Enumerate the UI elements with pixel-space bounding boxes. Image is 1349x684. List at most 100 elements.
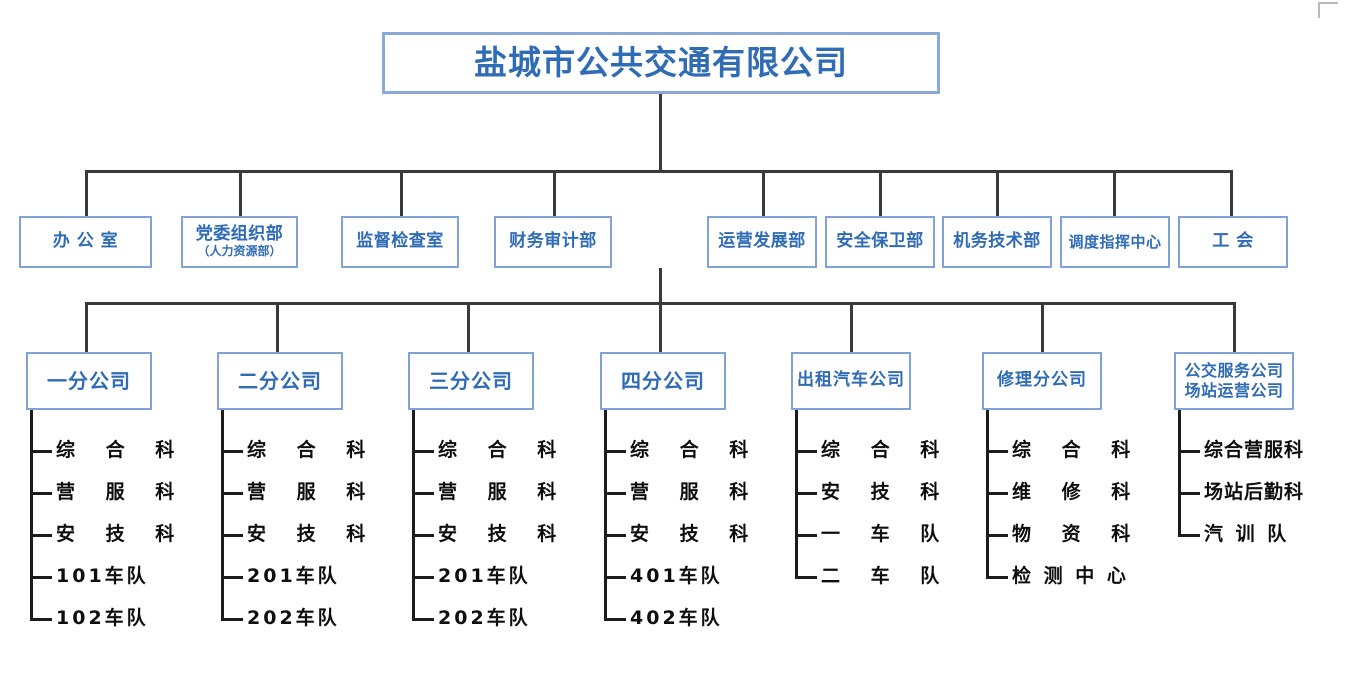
- department-drop-connector: [996, 170, 999, 216]
- leaf-label: 汽 训 队: [1204, 523, 1290, 545]
- department-drop-connector: [1230, 170, 1233, 216]
- unit-box-repair-branch[interactable]: 修理分公司: [982, 352, 1102, 410]
- department-label: 调度指挥中心: [1068, 232, 1162, 251]
- leaf-label: 综 合 科: [630, 439, 761, 461]
- leaf-tick: [412, 618, 434, 621]
- department-sublabel: （人力资源部）: [197, 244, 282, 259]
- leaf-spine-branch-1: [30, 410, 33, 619]
- leaf-label: 401车队: [630, 565, 723, 587]
- unit-box-branch-3[interactable]: 三分公司: [408, 352, 534, 410]
- leaf-tick: [604, 618, 626, 621]
- department-box-security[interactable]: 安全保卫部: [825, 216, 935, 268]
- leaf-spine-service-station-company: [1178, 410, 1181, 535]
- department-box-office[interactable]: 办 公 室: [19, 216, 152, 268]
- leaf-tick: [221, 450, 243, 453]
- leaf-tick: [795, 576, 817, 579]
- leaf-label: 营 服 科: [630, 481, 761, 503]
- leaf-tick: [221, 492, 243, 495]
- leaf-tick: [986, 576, 1008, 579]
- leaf-label: 一 车 队: [821, 523, 952, 545]
- leaf-label: 201车队: [438, 565, 531, 587]
- department-label: 运营发展部: [718, 231, 806, 252]
- leaf-tick: [221, 618, 243, 621]
- unit-box-branch-2[interactable]: 二分公司: [217, 352, 343, 410]
- unit-label-secondary: 场站运营公司: [1184, 381, 1284, 400]
- leaf-spine-branch-4: [604, 410, 607, 619]
- leaf-tick: [412, 492, 434, 495]
- leaf-tick: [986, 492, 1008, 495]
- leaf-tick: [412, 534, 434, 537]
- department-box-operations[interactable]: 运营发展部: [707, 216, 817, 268]
- department-drop-connector: [762, 170, 765, 216]
- leaf-tick: [986, 450, 1008, 453]
- department-box-dispatch-center[interactable]: 调度指挥中心: [1060, 216, 1170, 268]
- leaf-tick: [604, 576, 626, 579]
- unit-label: 公交服务公司: [1184, 361, 1284, 380]
- leaf-label: 综合营服科: [1204, 439, 1305, 461]
- department-box-supervision[interactable]: 监督检查室: [341, 216, 459, 268]
- root-stem-connector: [659, 94, 662, 171]
- leaf-tick: [604, 492, 626, 495]
- unit-label: 修理分公司: [997, 370, 1087, 391]
- leaf-tick: [986, 534, 1008, 537]
- department-box-party-hr[interactable]: 党委组织部 （人力资源部）: [181, 216, 298, 268]
- leaf-label: 202车队: [438, 607, 531, 629]
- root-company-box[interactable]: 盐城市公共交通有限公司: [382, 32, 940, 94]
- leaf-tick: [1178, 534, 1200, 537]
- unit-stem-connector: [659, 268, 662, 304]
- leaf-tick: [412, 450, 434, 453]
- leaf-label: 维 修 科: [1012, 481, 1143, 503]
- leaf-spine-branch-3: [412, 410, 415, 619]
- leaf-tick: [795, 492, 817, 495]
- leaf-label: 安 技 科: [247, 523, 378, 545]
- department-label: 财务审计部: [509, 231, 597, 252]
- unit-drop-connector: [1233, 302, 1236, 352]
- unit-drop-connector: [276, 302, 279, 352]
- department-drop-connector: [85, 170, 88, 216]
- leaf-label: 综 合 科: [438, 439, 569, 461]
- leaf-tick: [1178, 492, 1200, 495]
- unit-drop-connector: [1041, 302, 1044, 352]
- leaf-label: 二 车 队: [821, 565, 952, 587]
- leaf-tick: [1178, 450, 1200, 453]
- department-box-finance-audit[interactable]: 财务审计部: [494, 216, 612, 268]
- department-drop-connector: [553, 170, 556, 216]
- leaf-tick: [412, 576, 434, 579]
- leaf-label: 综 合 科: [247, 439, 378, 461]
- leaf-label: 202车队: [247, 607, 340, 629]
- leaf-label: 检 测 中 心: [1012, 565, 1129, 587]
- department-label: 工 会: [1212, 231, 1254, 252]
- department-drop-connector: [400, 170, 403, 216]
- unit-drop-connector: [659, 302, 662, 352]
- leaf-label: 物 资 科: [1012, 523, 1143, 545]
- leaf-label: 综 合 科: [1012, 439, 1143, 461]
- department-box-labor-union[interactable]: 工 会: [1178, 216, 1288, 268]
- leaf-tick: [30, 576, 52, 579]
- department-drop-connector: [239, 170, 242, 216]
- department-box-technical[interactable]: 机务技术部: [942, 216, 1052, 268]
- unit-label: 二分公司: [238, 368, 322, 393]
- department-label: 安全保卫部: [836, 231, 924, 252]
- unit-box-branch-1[interactable]: 一分公司: [26, 352, 152, 410]
- leaf-label: 安 技 科: [821, 481, 952, 503]
- unit-box-taxi-company[interactable]: 出租汽车公司: [791, 352, 911, 410]
- unit-label: 出租汽车公司: [797, 370, 905, 391]
- leaf-tick: [30, 450, 52, 453]
- unit-label: 四分公司: [621, 368, 705, 393]
- leaf-label: 102车队: [56, 607, 149, 629]
- leaf-tick: [795, 450, 817, 453]
- unit-label: 一分公司: [47, 368, 131, 393]
- department-label: 机务技术部: [953, 231, 1041, 252]
- unit-box-service-station-company[interactable]: 公交服务公司 场站运营公司: [1174, 352, 1294, 410]
- leaf-tick: [221, 576, 243, 579]
- leaf-tick: [795, 534, 817, 537]
- leaf-tick: [604, 450, 626, 453]
- leaf-tick: [30, 492, 52, 495]
- department-bus-connector: [85, 170, 1233, 173]
- leaf-label: 402车队: [630, 607, 723, 629]
- crop-mark-icon: [1318, 2, 1338, 18]
- unit-drop-connector: [850, 302, 853, 352]
- unit-box-branch-4[interactable]: 四分公司: [600, 352, 726, 410]
- department-label: 办 公 室: [52, 231, 119, 252]
- department-drop-connector: [1113, 170, 1116, 216]
